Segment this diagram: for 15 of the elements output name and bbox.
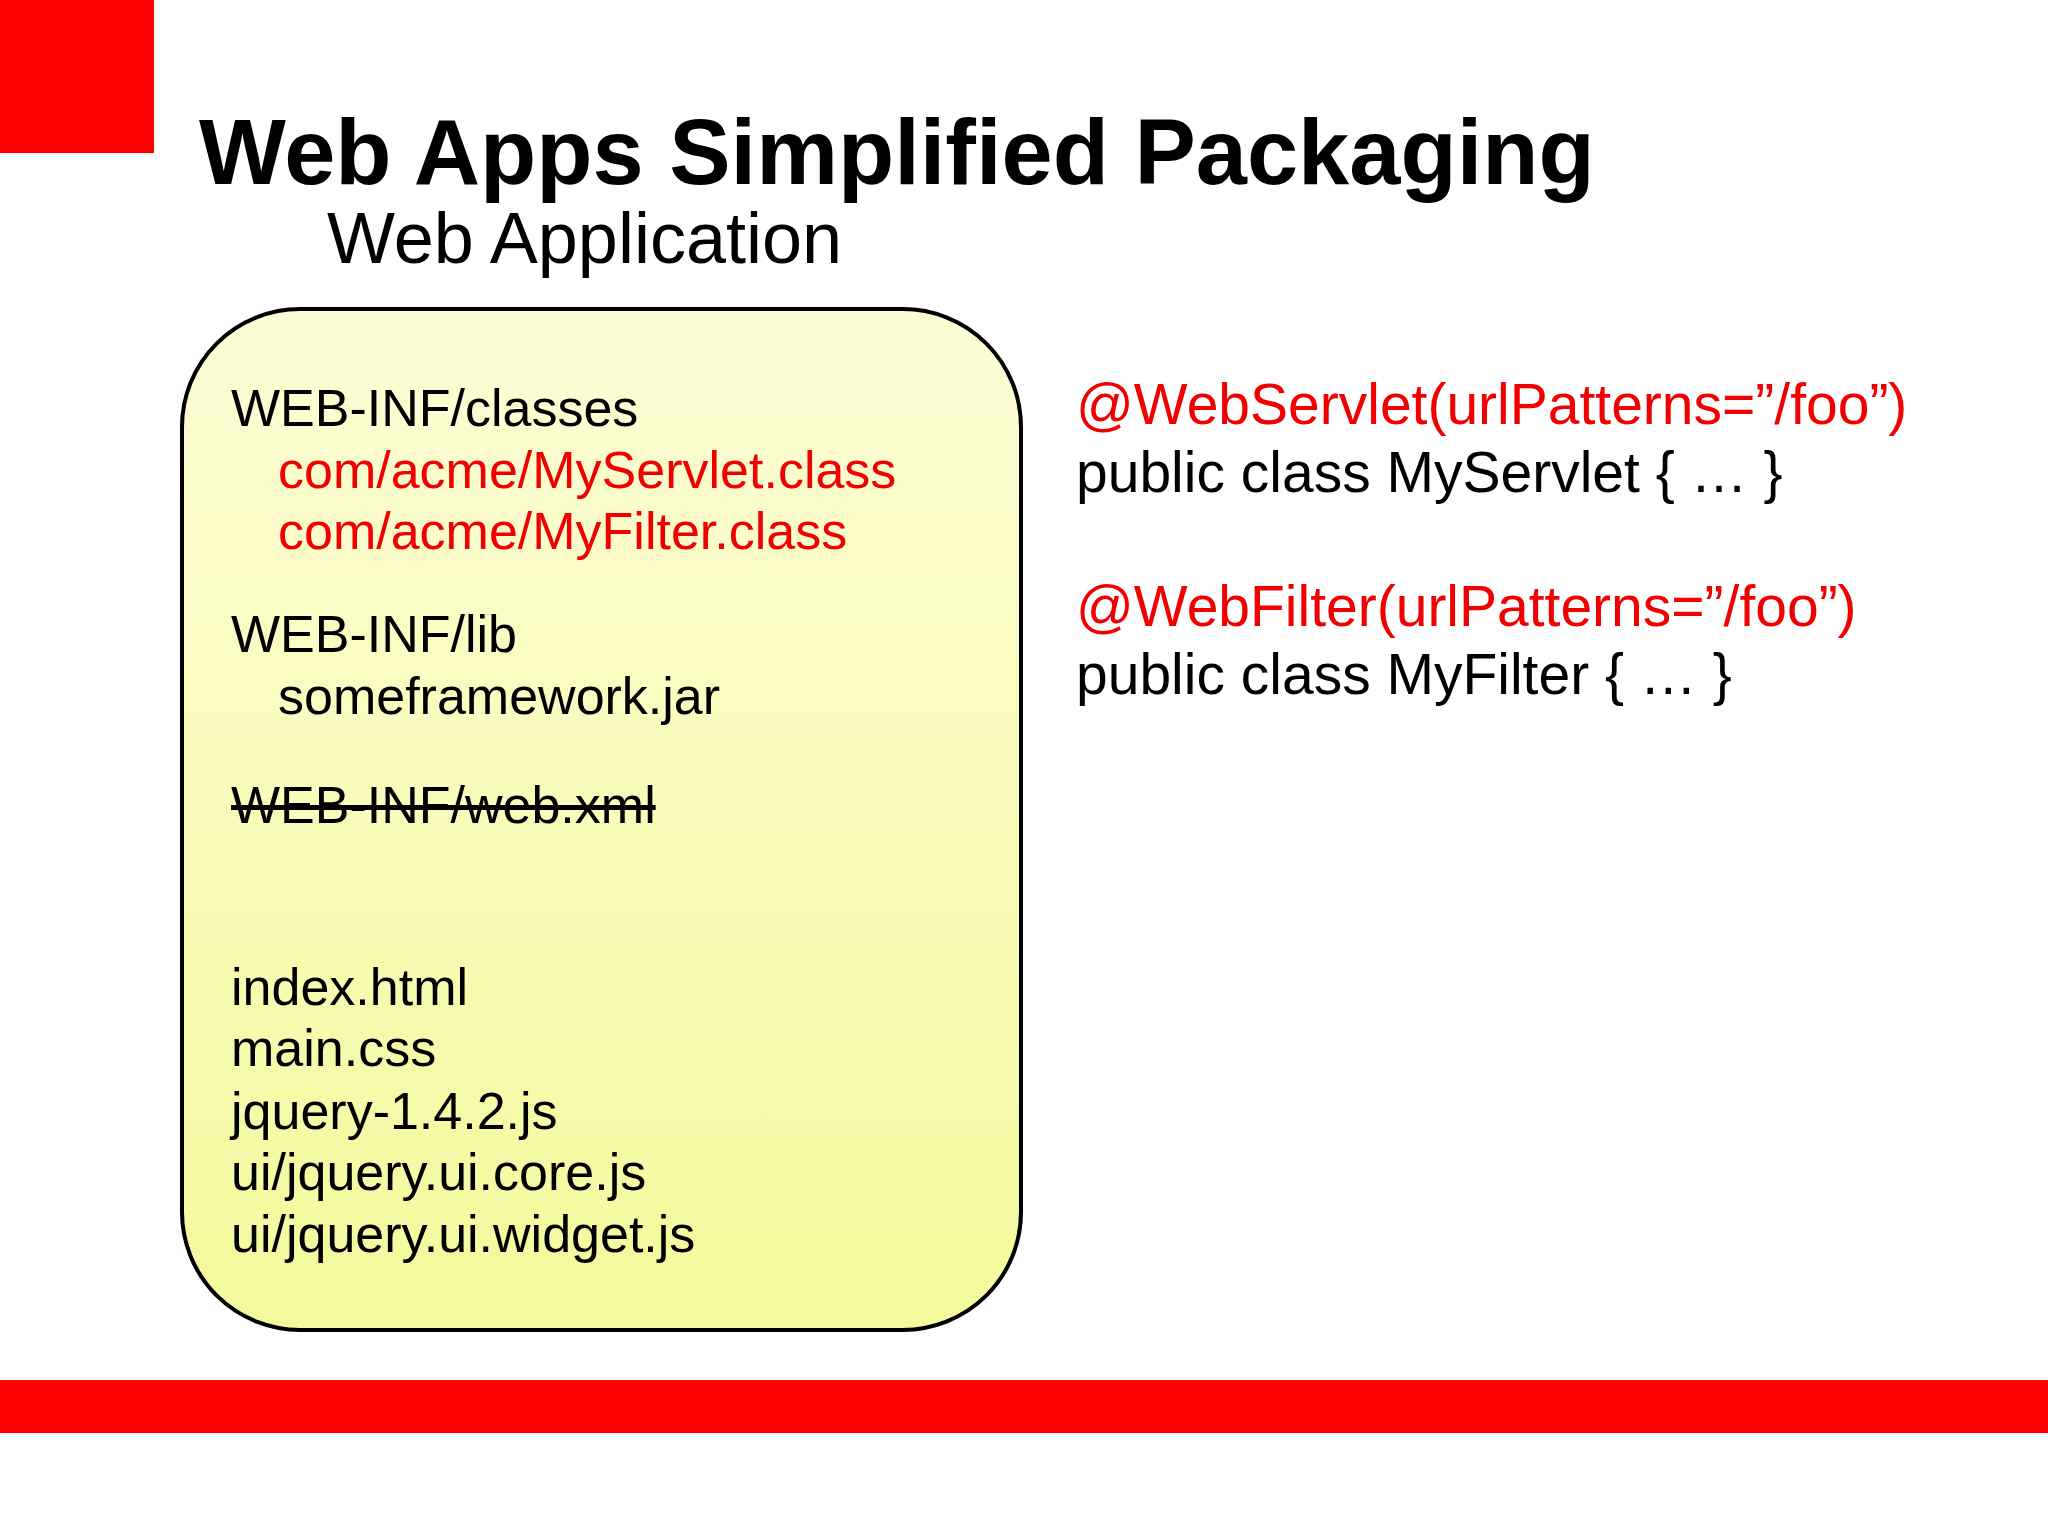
file-path: jquery-1.4.2.js	[231, 1082, 558, 1142]
file-path: someframework.jar	[278, 667, 721, 727]
file-path: com/acme/MyFilter.class	[278, 502, 848, 562]
annotation-code: @WebServlet(urlPatterns=”/foo”)	[1076, 372, 1908, 438]
file-path: WEB-INF/lib	[231, 605, 517, 665]
file-path: ui/jquery.ui.widget.js	[231, 1205, 696, 1265]
file-path: com/acme/MyServlet.class	[278, 441, 897, 501]
file-path: main.css	[231, 1019, 437, 1079]
class-declaration: public class MyServlet { … }	[1076, 440, 1783, 506]
file-path: ui/jquery.ui.core.js	[231, 1143, 647, 1203]
class-declaration: public class MyFilter { … }	[1076, 642, 1732, 708]
file-path: index.html	[231, 958, 468, 1018]
annotation-code: @WebFilter(urlPatterns=”/foo”)	[1076, 574, 1857, 640]
file-path: WEB-INF/web.xml	[231, 776, 656, 836]
file-path: WEB-INF/classes	[231, 379, 639, 439]
